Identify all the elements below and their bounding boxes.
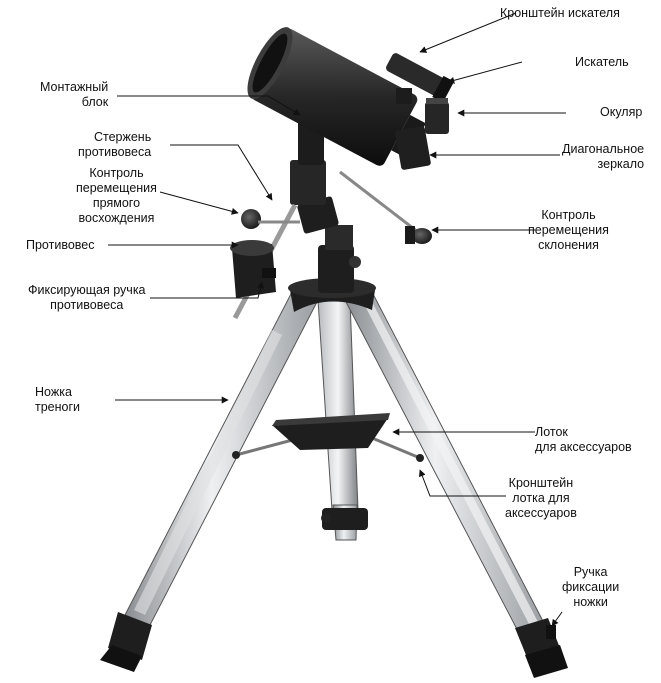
label-line: Диагональное bbox=[562, 142, 645, 156]
label-ra-control: Контроль перемещения прямого восхождения bbox=[76, 166, 157, 226]
label-tray-bracket: Кронштейн лотка для аксессуаров bbox=[505, 476, 577, 521]
label-line: перемещения bbox=[528, 223, 609, 237]
label-line: прямого bbox=[92, 196, 141, 210]
label-line: Окуляр bbox=[600, 105, 643, 119]
label-counterweight: Противовес bbox=[26, 238, 94, 253]
label-line: аксессуаров bbox=[505, 506, 577, 520]
label-line: Искатель bbox=[575, 55, 629, 69]
label-line: треноги bbox=[35, 400, 81, 414]
label-finder-bracket: Кронштейн искателя bbox=[500, 6, 620, 21]
leader-lines bbox=[108, 12, 566, 627]
label-line: фиксации bbox=[562, 580, 620, 594]
label-line: Фиксирующая ручка bbox=[28, 283, 146, 297]
label-dec-control: Контроль перемещения склонения bbox=[528, 208, 609, 253]
label-line: Стержень bbox=[93, 130, 152, 144]
label-line: для аксессуаров bbox=[535, 440, 632, 454]
label-line: зеркало bbox=[597, 157, 645, 171]
label-line: Монтажный bbox=[40, 80, 109, 94]
label-counterweight-shaft: Стержень противовеса bbox=[78, 130, 151, 160]
label-leg-lock: Ручка фиксации ножки bbox=[562, 565, 619, 610]
equatorial-mount bbox=[230, 110, 432, 320]
tripod-leg-right bbox=[344, 291, 568, 678]
label-line: блок bbox=[81, 95, 109, 109]
tripod-leg-left bbox=[100, 289, 319, 672]
accessory-tray bbox=[232, 413, 424, 462]
label-line: Ручка bbox=[573, 565, 608, 579]
label-line: ножки bbox=[573, 595, 608, 609]
label-line: противовеса bbox=[78, 145, 152, 159]
label-line: Ножка bbox=[35, 385, 72, 399]
label-counterweight-lock: Фиксирующая ручка противовеса bbox=[28, 283, 146, 313]
diagonal-and-eyepiece bbox=[395, 98, 449, 170]
label-tripod-leg: Ножка треноги bbox=[35, 385, 80, 415]
label-line: Противовес bbox=[26, 238, 95, 252]
label-line: Кронштейн bbox=[508, 476, 574, 490]
label-mount-block: Монтажный блок bbox=[40, 80, 108, 110]
label-finder: Искатель bbox=[575, 55, 629, 70]
counterweight bbox=[230, 240, 276, 298]
label-line: Лоток bbox=[535, 425, 568, 439]
label-line: перемещения bbox=[76, 181, 157, 195]
label-line: противовеса bbox=[50, 298, 124, 312]
dec-control-cable bbox=[339, 170, 432, 244]
label-line: восхождения bbox=[78, 211, 155, 225]
ra-control-knob bbox=[241, 209, 300, 229]
label-line: Контроль bbox=[541, 208, 596, 222]
label-eyepiece: Окуляр bbox=[600, 105, 642, 120]
tripod bbox=[100, 278, 568, 678]
label-line: склонения bbox=[538, 238, 599, 252]
label-line: Кронштейн искателя bbox=[500, 6, 620, 20]
label-line: лотка для bbox=[512, 491, 570, 505]
label-diagonal-mirror: Диагональное зеркало bbox=[562, 142, 644, 172]
label-line: Контроль bbox=[89, 166, 144, 180]
label-accessory-tray: Лоток для аксессуаров bbox=[535, 425, 632, 455]
